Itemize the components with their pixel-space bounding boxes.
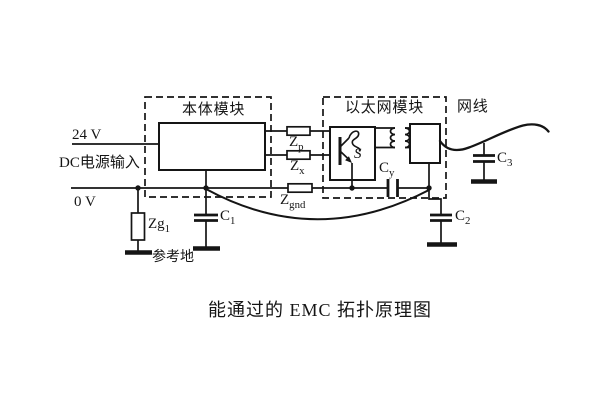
ground-link-arc	[205, 188, 430, 221]
c1-label-main: C	[220, 208, 231, 224]
switch-s-label: S	[354, 146, 362, 162]
resistor-zgnd	[287, 182, 313, 194]
transistor-symbol	[338, 130, 361, 188]
zgnd-label: Zgnd	[280, 192, 306, 211]
main-module-title: 本体模块	[182, 102, 246, 118]
capacitor-c1	[194, 188, 218, 248]
cy-label-main: C	[379, 160, 390, 176]
rail-0v-label: 0 V	[74, 194, 96, 210]
ethernet-module-title: 以太网模块	[345, 100, 425, 116]
cy-label: Cy	[379, 160, 395, 179]
c3-label: C3	[497, 150, 513, 169]
dashed-box-main-module	[144, 96, 272, 198]
capacitor-c2	[428, 188, 452, 244]
zg1-label: Zg1	[148, 216, 171, 235]
zx-label-sub: x	[299, 165, 305, 177]
rail-24v-label: 24 V	[72, 127, 102, 143]
dc-input-label: DC电源输入	[59, 155, 140, 171]
ethernet-output-box	[409, 123, 441, 164]
figure-caption: 能通过的 EMC 拓扑原理图	[207, 300, 432, 320]
main-module-box	[158, 122, 266, 171]
resistor-zx	[265, 149, 330, 161]
resistor-zg1	[130, 188, 146, 252]
zgnd-label-sub: gnd	[289, 199, 306, 211]
reference-ground-label: 参考地	[152, 250, 194, 265]
c1-label-sub: 1	[230, 215, 236, 227]
c2-label-sub: 2	[465, 215, 471, 227]
capacitor-c3	[473, 143, 495, 181]
zx-label: Zx	[290, 158, 305, 177]
resistor-zp	[265, 125, 330, 137]
zg1-label-main: Zg	[148, 216, 165, 232]
ethernet-cable-curve	[438, 123, 550, 152]
zp-label-sub: p	[298, 141, 304, 153]
zx-label-main: Z	[290, 158, 300, 174]
c3-label-sub: 3	[507, 157, 513, 169]
zp-label-main: Z	[289, 134, 299, 150]
cy-label-sub: y	[389, 167, 395, 179]
zgnd-label-main: Z	[280, 192, 290, 208]
cable-label: 网线	[457, 99, 489, 115]
c2-label: C2	[455, 208, 471, 227]
capacitor-cy	[386, 179, 399, 197]
dashed-box-ethernet-module	[322, 96, 447, 199]
zg1-label-sub: 1	[164, 223, 171, 235]
transformer-symbol	[375, 127, 411, 149]
c3-label-main: C	[497, 150, 508, 166]
c1-label: C1	[220, 208, 236, 227]
zp-label: Zp	[289, 134, 304, 153]
c2-label-main: C	[455, 208, 466, 224]
junction-dots	[135, 185, 432, 191]
